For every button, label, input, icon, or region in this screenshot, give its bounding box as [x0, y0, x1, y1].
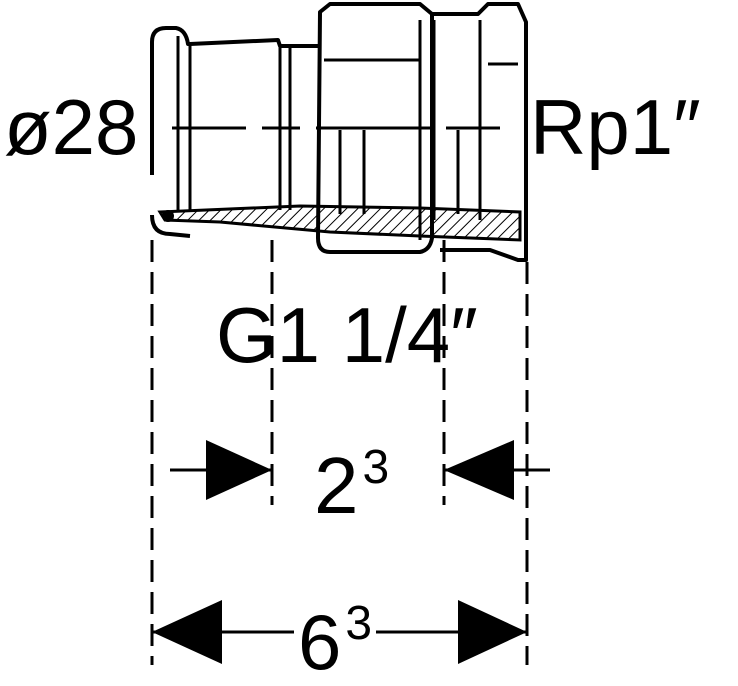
label-right-thread: Rp1″	[530, 83, 701, 171]
extension-lines	[150, 240, 529, 665]
dimension-inner-base: 2	[314, 441, 359, 530]
dimension-outer-exponent: 3	[345, 597, 373, 650]
label-middle-thread: G1 1/4″	[216, 291, 478, 379]
section-hatch	[157, 204, 522, 242]
fitting-outline	[150, 2, 528, 262]
label-diameter: ø28	[4, 83, 139, 171]
dimension-inner-label: 23	[314, 444, 389, 526]
dimension-outer-base: 6	[298, 598, 342, 686]
dimension-outer-label: 63	[294, 597, 377, 681]
dimension-inner	[170, 440, 550, 500]
o-ring	[162, 210, 174, 222]
dimension-inner-exponent: 3	[362, 441, 390, 494]
